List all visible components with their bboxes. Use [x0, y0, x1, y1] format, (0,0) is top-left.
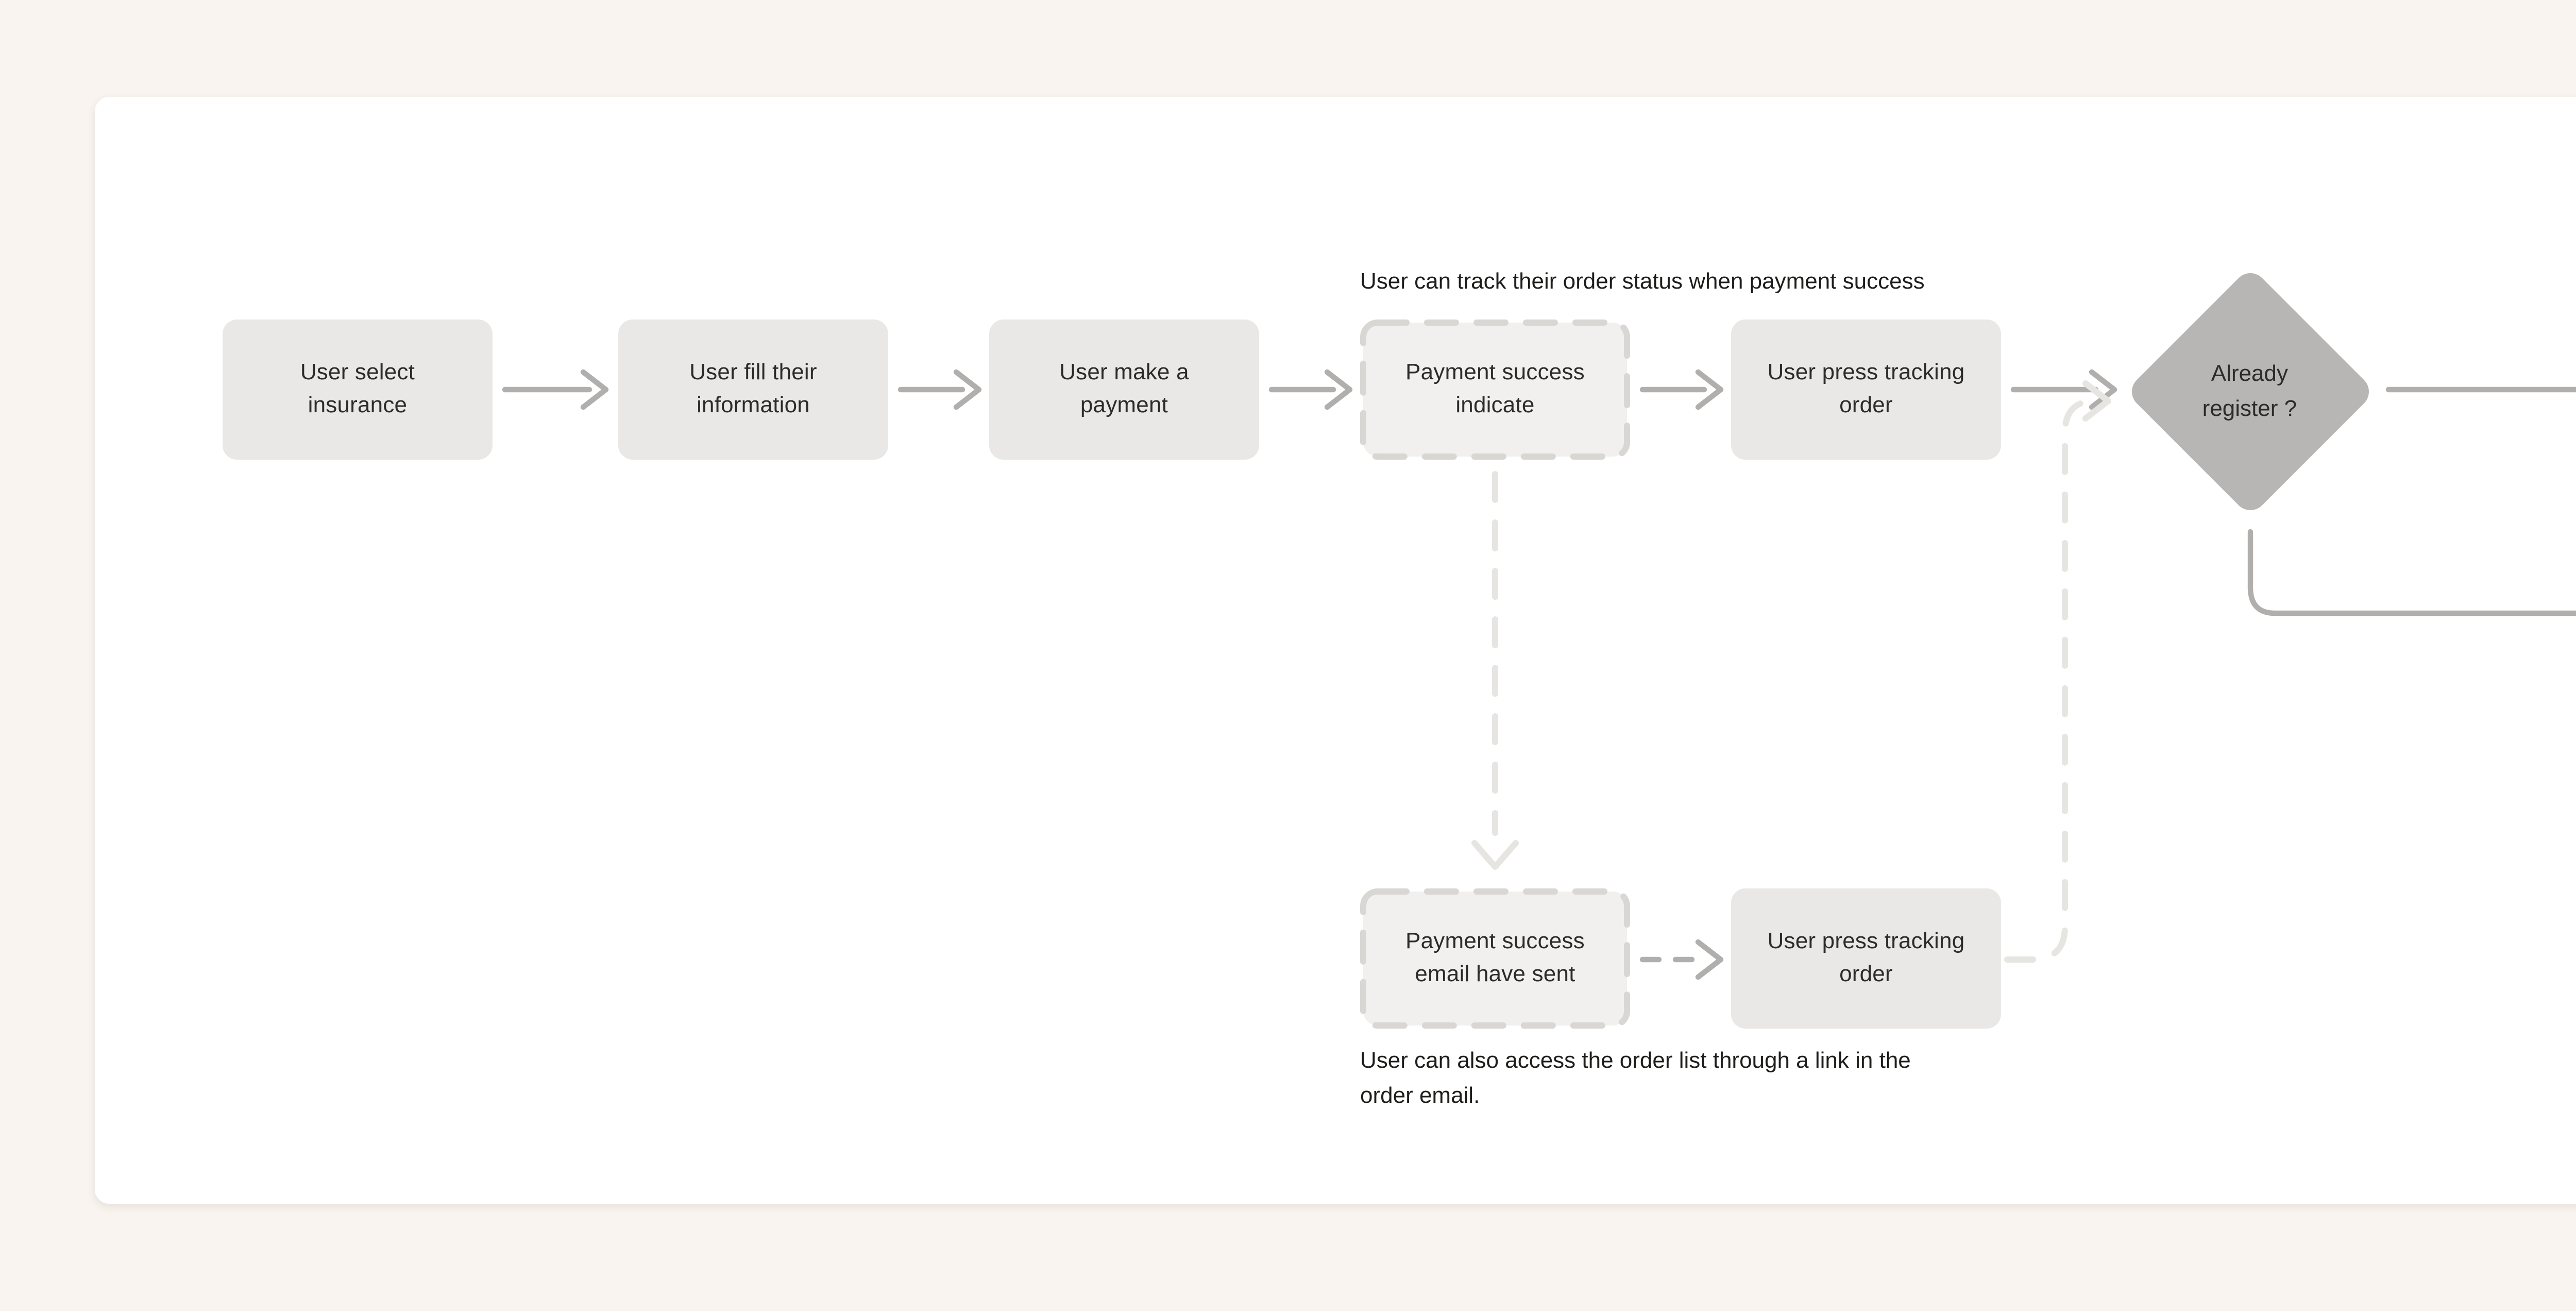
node-label: User make a payment	[1059, 360, 1189, 418]
edge-indicate-to-email	[1471, 471, 1519, 870]
node-label: Payment success email have sent	[1405, 929, 1585, 987]
node-user-press-tracking-order: User press tracking order	[1731, 320, 2001, 460]
edge-fill-to-payment	[897, 369, 982, 410]
node-label: User press tracking order	[1767, 929, 1965, 987]
node-user-press-tracking-order-2: User press tracking order	[1731, 888, 2001, 1029]
edge-register-to-orderlist	[2247, 529, 2576, 616]
connector-layer	[502, 369, 2576, 980]
diagram-canvas: User can track their order status when p…	[95, 97, 2576, 1204]
node-user-select-insurance: User select insurance	[223, 320, 493, 460]
edge-payment-to-indicate	[1268, 369, 1353, 410]
node-label: User press tracking order	[1767, 360, 1965, 418]
node-user-make-payment: User make a payment	[989, 320, 1259, 460]
node-label: Already register ?	[2203, 361, 2298, 421]
node-user-fill-information: User fill their information	[618, 320, 888, 460]
edge-tracking-to-register	[2010, 369, 2117, 410]
edge-select-to-fill	[502, 369, 609, 410]
edge-register-to-signup	[2385, 386, 2576, 393]
edge-email-to-tracking2	[1639, 939, 1724, 980]
node-label: User fill their information	[689, 360, 817, 418]
node-payment-success-email: Payment success email have sent	[1360, 888, 1630, 1029]
edge-indicate-to-tracking	[1639, 369, 1724, 410]
dashed-border	[1360, 888, 1630, 1029]
annotation-order-email-link: User can also access the order list thro…	[1360, 1049, 1911, 1108]
node-label: Payment success indicate	[1405, 360, 1585, 418]
node-label: User select insurance	[300, 360, 415, 418]
annotation-track-status: User can track their order status when p…	[1360, 270, 1925, 295]
dashed-border	[1360, 320, 1630, 460]
edge-tracking2-to-register	[2004, 380, 2111, 963]
node-payment-success-indicate: Payment success indicate	[1360, 320, 1630, 460]
